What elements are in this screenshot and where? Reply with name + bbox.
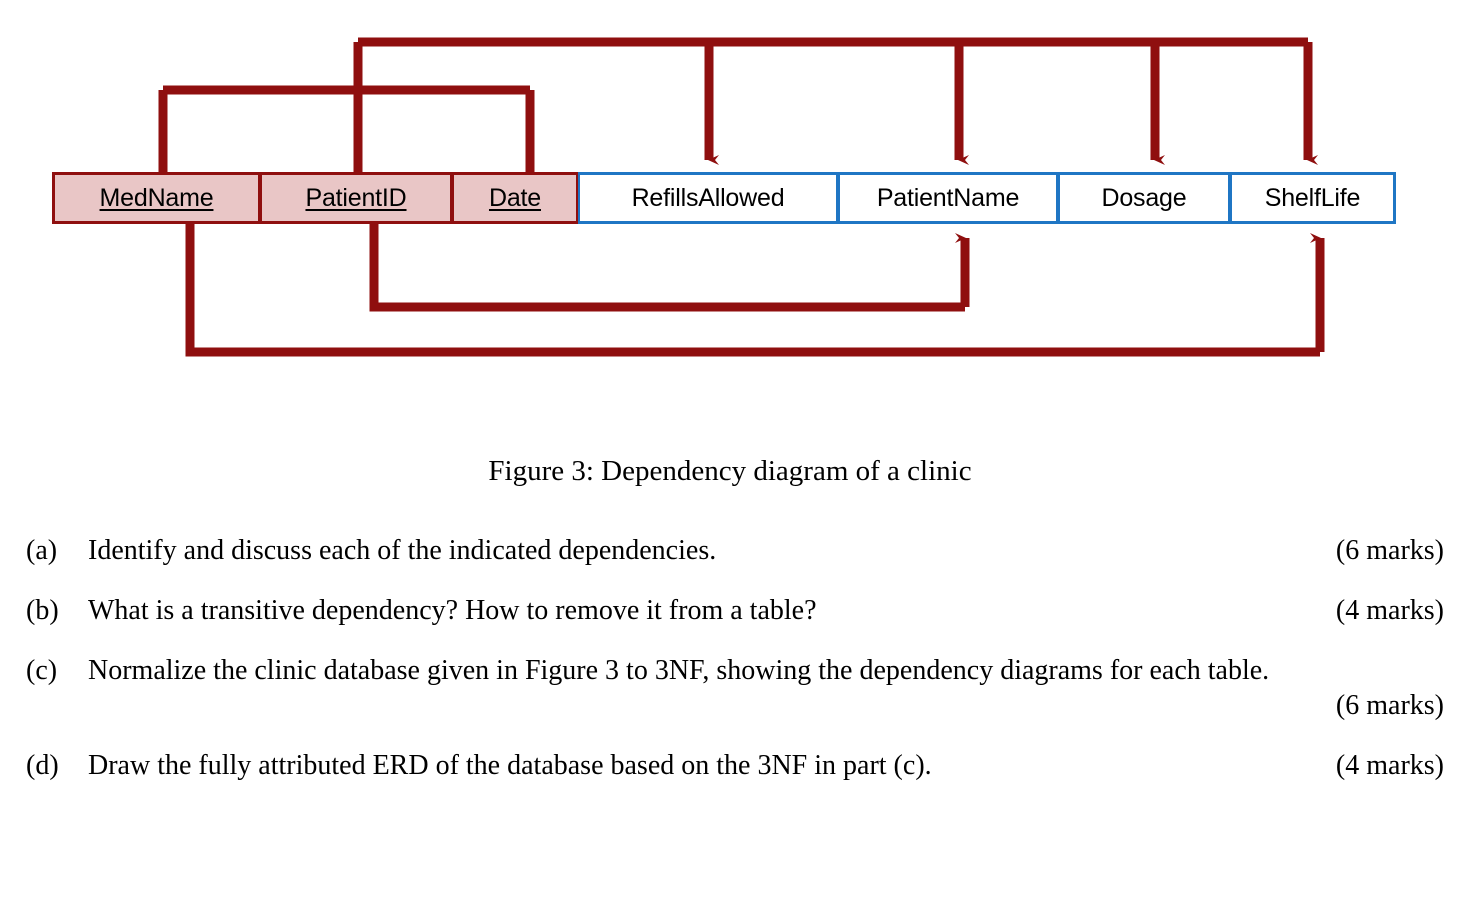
attribute-box-date[interactable]: Date [452,172,578,224]
question-item-a: (a) Identify and discuss each of the ind… [26,533,1444,569]
dependency-diagram: MedName PatientID Date RefillsAllowed Pa… [0,0,1460,400]
question-text-b: What is a transitive dependency? How to … [88,594,817,626]
question-text-a: Identify and discuss each of the indicat… [88,535,717,566]
figure-caption: Figure 3: Dependency diagram of a clinic [488,455,972,487]
attribute-box-dosage[interactable]: Dosage [1058,172,1230,224]
question-item-c: (c) Normalize the clinic database given … [26,653,1444,725]
attribute-label-medname: MedName [99,183,214,212]
attribute-box-medname[interactable]: MedName [52,172,260,224]
question-marker-c: (c) [26,654,58,686]
attribute-row: MedName PatientID Date RefillsAllowed Pa… [52,172,1396,224]
attribute-box-refillsallowed[interactable]: RefillsAllowed [578,172,838,224]
question-list: (a) Identify and discuss each of the ind… [26,533,1444,808]
question-marks-c: (6 marks) [1335,690,1444,722]
question-marks-d: (4 marks) [1335,750,1444,782]
question-item-d: (d) Draw the fully attributed ERD of the… [26,748,1444,784]
partial-dep-patientid-path [369,224,965,312]
question-text-d: Draw the fully attributed ERD of the dat… [88,750,932,782]
question-marker-d: (d) [26,750,59,782]
attribute-label-patientid: PatientID [305,183,407,212]
attribute-label-dosage: Dosage [1101,183,1187,212]
attribute-box-patientid[interactable]: PatientID [260,172,452,224]
partial-dep-medname-path [185,224,1320,357]
attribute-label-refillsallowed: RefillsAllowed [631,183,785,212]
attribute-label-shelflife: ShelfLife [1264,183,1361,212]
question-marker-b: (b) [26,594,59,626]
question-marks-b: (4 marks) [1335,594,1444,626]
dependency-arrows [158,37,1325,357]
attribute-label-date: Date [488,183,541,212]
question-item-b: (b) What is a transitive dependency? How… [26,593,1444,629]
question-marker-a: (a) [26,535,58,566]
question-text-c: Normalize the clinic database given in F… [88,654,1270,686]
attribute-label-patientname: PatientName [876,183,1020,212]
attribute-box-patientname[interactable]: PatientName [838,172,1058,224]
question-marks-a: (6 marks) [1335,535,1444,566]
attribute-box-shelflife[interactable]: ShelfLife [1230,172,1396,224]
